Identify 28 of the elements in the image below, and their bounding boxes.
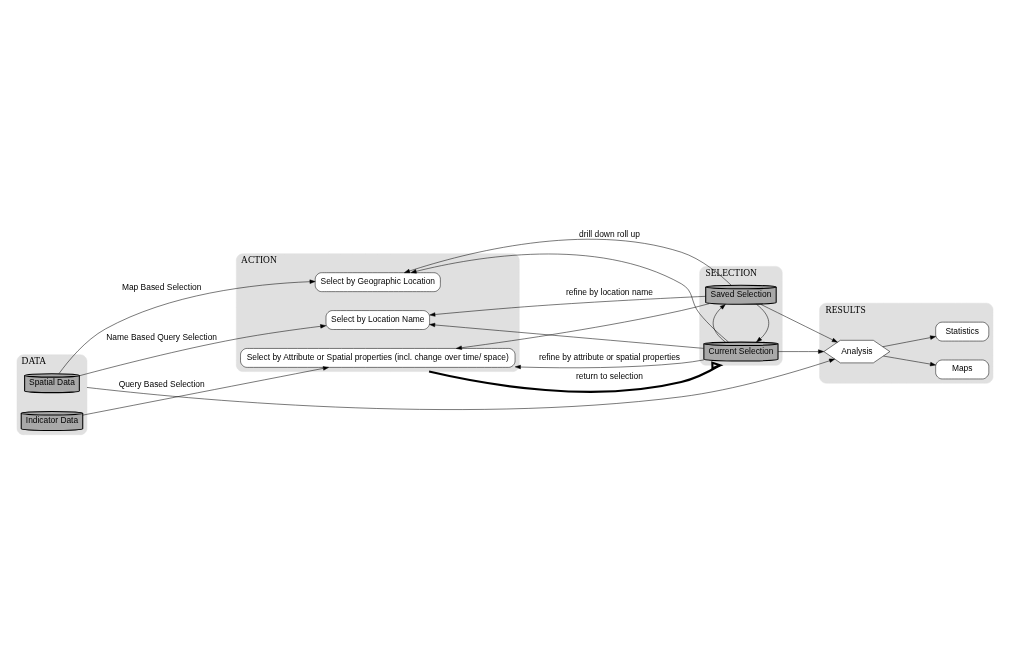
edge-label: return to selection bbox=[575, 370, 643, 381]
arrow bbox=[514, 359, 704, 369]
arrow bbox=[82, 365, 329, 415]
arrow bbox=[429, 295, 706, 317]
arrow bbox=[86, 358, 835, 410]
arrow bbox=[403, 238, 731, 286]
edge-label: refine by location name bbox=[565, 286, 653, 297]
arrow bbox=[428, 360, 723, 393]
node-box: Select by Location Name bbox=[325, 309, 430, 330]
node-box: Statistics bbox=[934, 321, 989, 341]
edge-label: Map Based Selection bbox=[121, 281, 201, 292]
arrow bbox=[759, 303, 838, 342]
edge-label: drill down roll up bbox=[578, 228, 640, 239]
arrow bbox=[777, 349, 824, 354]
arrow bbox=[78, 323, 326, 376]
arrow bbox=[755, 303, 769, 342]
arrow bbox=[410, 253, 729, 342]
arrow bbox=[455, 302, 709, 350]
arrow bbox=[712, 303, 726, 342]
node-box: Maps bbox=[934, 359, 989, 379]
edge-label: Name Based Query Selection bbox=[105, 331, 217, 342]
arrow bbox=[882, 335, 936, 347]
arrow bbox=[882, 355, 936, 366]
edge-label: Query Based Selection bbox=[118, 378, 205, 389]
arrow bbox=[58, 279, 315, 374]
node-box: Select by Geographic Location bbox=[314, 271, 441, 292]
edge-label: refine by attribute or spatial properties bbox=[538, 351, 680, 362]
arrow bbox=[428, 322, 704, 349]
